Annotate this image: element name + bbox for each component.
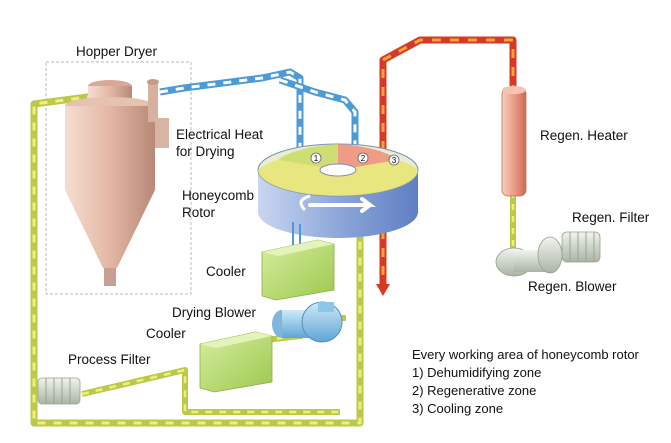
label-honeycomb: Honeycomb bbox=[182, 188, 255, 203]
regeneration-hot-line bbox=[376, 36, 517, 296]
label-for-drying: for Drying bbox=[176, 144, 235, 159]
regen-filter bbox=[561, 231, 601, 263]
rotor-zone-legend: Every working area of honeycomb rotor 1)… bbox=[412, 346, 639, 418]
hopper-dryer-frame bbox=[45, 61, 192, 295]
rotor-marker-2: 2 bbox=[361, 154, 366, 163]
lower-cooler bbox=[199, 331, 273, 393]
regen-blower bbox=[495, 236, 563, 277]
label-cooler-lower: Cooler bbox=[146, 326, 186, 341]
rotor-marker-3: 3 bbox=[392, 156, 397, 165]
legend-heading: Every working area of honeycomb rotor bbox=[412, 347, 639, 362]
regen-heater bbox=[501, 86, 527, 197]
drying-blower bbox=[272, 301, 343, 343]
label-electrical-heat: Electrical Heat bbox=[176, 127, 264, 142]
label-cooler-upper: Cooler bbox=[206, 264, 246, 279]
label-regen-heater: Regen. Heater bbox=[540, 128, 628, 143]
hopper-dryer bbox=[65, 79, 169, 286]
legend-item-regenerative: 2) Regenerative zone bbox=[412, 383, 537, 398]
legend-item-cooling: 3) Cooling zone bbox=[412, 401, 504, 416]
process-filter bbox=[37, 377, 81, 405]
dried-air-lines bbox=[159, 68, 359, 152]
label-drying-blower: Drying Blower bbox=[172, 305, 257, 320]
honeycomb-rotor: 1 2 3 bbox=[257, 143, 419, 238]
label-regen-filter: Regen. Filter bbox=[572, 210, 650, 225]
label-regen-blower: Regen. Blower bbox=[528, 279, 617, 294]
upper-cooler bbox=[261, 239, 335, 301]
label-hopper-dryer: Hopper Dryer bbox=[76, 44, 158, 59]
label-process-filter: Process Filter bbox=[68, 352, 151, 367]
rotor-marker-1: 1 bbox=[314, 154, 319, 163]
legend-item-dehumidifying: 1) Dehumidifying zone bbox=[412, 365, 542, 380]
label-rotor: Rotor bbox=[182, 205, 216, 220]
